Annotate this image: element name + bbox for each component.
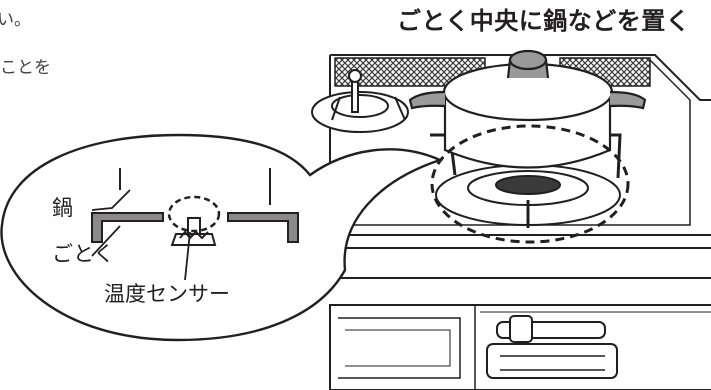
label-pot: 鍋: [52, 196, 73, 220]
partial-note-line-2: ことを: [0, 58, 51, 78]
control-panel: [486, 315, 618, 379]
partial-note-line-1: い。: [0, 10, 31, 30]
rear-burner: [311, 69, 409, 133]
label-trivet: ごとく: [52, 242, 115, 266]
label-temperature-sensor: 温度センサー: [104, 282, 230, 306]
pot: [408, 49, 647, 169]
instruction-heading: ごとく中央に鍋などを置く: [397, 7, 691, 35]
callout-bubble: [0, 133, 444, 342]
pot-position-highlight: [430, 124, 630, 244]
